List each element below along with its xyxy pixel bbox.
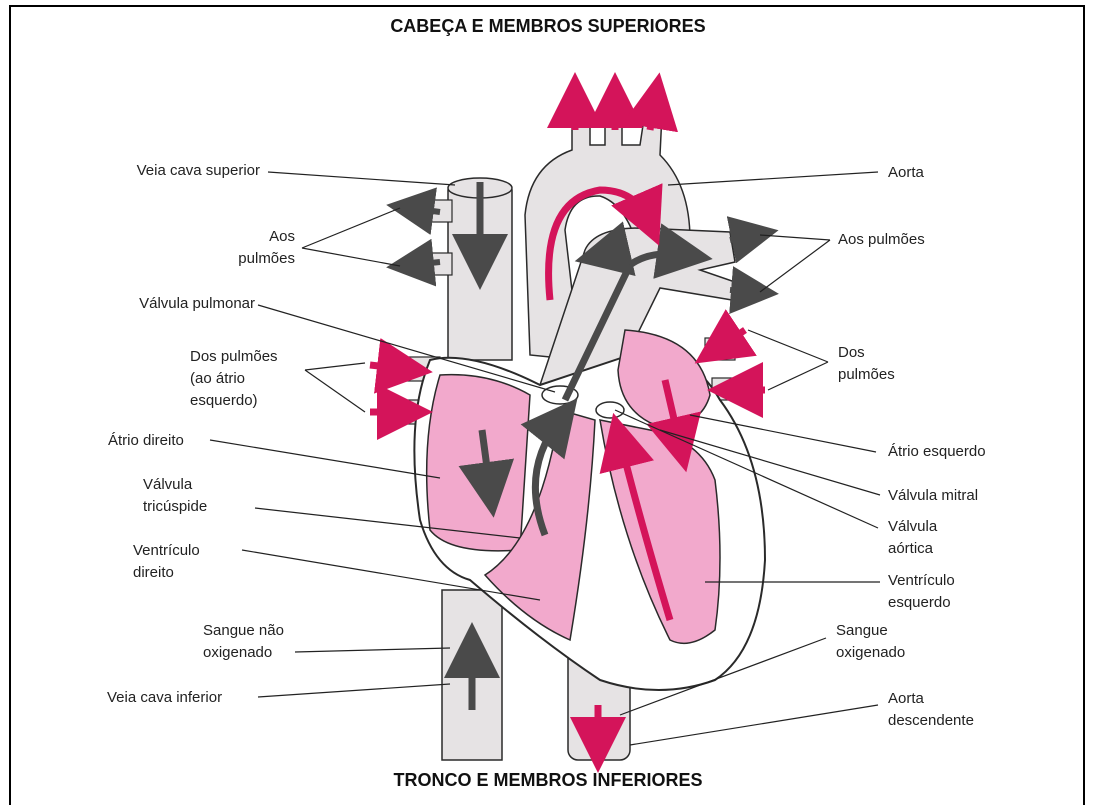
label-valvula-pulmonar: Válvula pulmonar xyxy=(60,293,255,314)
leader-aorta xyxy=(668,172,878,185)
leader-aos-pulmoes-left-a xyxy=(302,208,400,248)
label-dos-pulmoes-left-2: (ao átrio xyxy=(190,368,245,389)
arrow-from-lungs-left-upper xyxy=(370,365,405,369)
label-sangue-oxigenado-2: oxigenado xyxy=(836,642,905,663)
label-atrio-direito: Átrio direito xyxy=(108,430,184,451)
leader-veia-cava-superior xyxy=(268,172,455,185)
label-ventriculo-direito-1: Ventrículo xyxy=(133,540,200,561)
leader-atrio-direito xyxy=(210,440,440,478)
label-valvula-tricuspide-1: Válvula xyxy=(143,474,192,495)
label-ventriculo-esquerdo-1: Ventrículo xyxy=(888,570,955,591)
label-sangue-nao-oxigenado-1: Sangue não xyxy=(203,620,284,641)
label-aorta-descendente-2: descendente xyxy=(888,710,974,731)
aortic-valve xyxy=(596,402,624,418)
arrow-to-lungs-left-lower xyxy=(410,262,440,265)
leader-dos-pulmoes-right-a xyxy=(748,330,828,362)
label-aos-pulmoes-right: Aos pulmões xyxy=(838,229,925,250)
leader-aos-pulmoes-right-a xyxy=(760,235,830,240)
label-dos-pulmoes-left-1: Dos pulmões xyxy=(190,346,278,367)
arrow-to-lungs-right-upper xyxy=(730,235,755,240)
leader-veia-cava-inferior xyxy=(258,684,450,697)
label-aorta: Aorta xyxy=(888,162,924,183)
label-aorta-descendente-1: Aorta xyxy=(888,688,924,709)
label-sangue-nao-oxigenado-2: oxigenado xyxy=(203,642,272,663)
leader-dos-pulmoes-right-b xyxy=(768,362,828,390)
label-ventriculo-esquerdo-2: esquerdo xyxy=(888,592,951,613)
right-atrium xyxy=(427,375,530,551)
arrow-to-lungs-right-lower xyxy=(730,290,755,292)
label-veia-cava-superior: Veia cava superior xyxy=(60,160,260,181)
leader-sangue-nao-oxigenado xyxy=(295,648,450,652)
label-dos-pulmoes-right-2: pulmões xyxy=(838,364,895,385)
arrow-head-up-3 xyxy=(650,100,655,130)
leader-aos-pulmoes-right-b xyxy=(760,240,830,292)
leader-dos-pulmoes-left-b xyxy=(305,370,365,412)
label-aos-pulmoes-left-1: Aos xyxy=(190,226,295,247)
label-valvula-aortica-2: aórtica xyxy=(888,538,933,559)
label-aos-pulmoes-left-2: pulmões xyxy=(190,248,295,269)
leader-aorta-descendente xyxy=(630,705,878,745)
label-sangue-oxigenado-1: Sangue xyxy=(836,620,888,641)
label-valvula-tricuspide-2: tricúspide xyxy=(143,496,207,517)
leader-dos-pulmoes-left-a xyxy=(305,363,365,370)
arrow-to-lungs-left-upper xyxy=(410,208,440,212)
leader-aos-pulmoes-left-b xyxy=(302,248,400,266)
label-ventriculo-direito-2: direito xyxy=(133,562,174,583)
label-dos-pulmoes-left-3: esquerdo) xyxy=(190,390,258,411)
label-valvula-aortica-1: Válvula xyxy=(888,516,937,537)
label-atrio-esquerdo: Átrio esquerdo xyxy=(888,441,986,462)
label-valvula-mitral: Válvula mitral xyxy=(888,485,978,506)
label-veia-cava-inferior: Veia cava inferior xyxy=(107,687,222,708)
label-dos-pulmoes-right-1: Dos xyxy=(838,342,865,363)
